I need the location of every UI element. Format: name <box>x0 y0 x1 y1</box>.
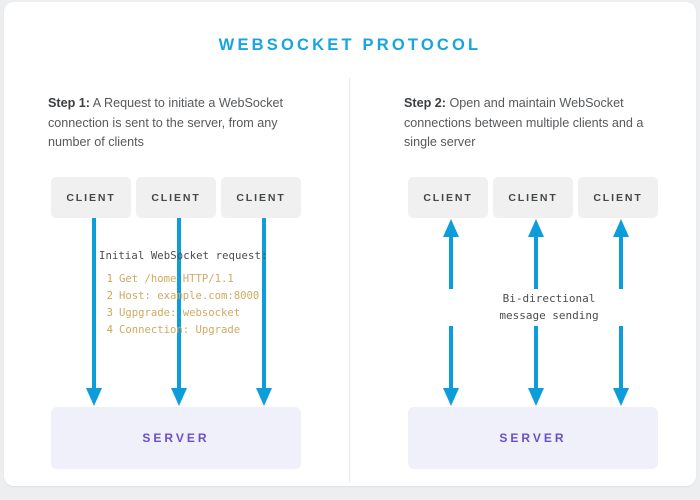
step-1-label: Step 1: <box>48 96 90 110</box>
client-label: CLIENT <box>508 191 558 204</box>
code-heading: Initial WebSocket request: <box>99 250 268 262</box>
step-2-text: Step 2: Open and maintain WebSocket conn… <box>404 94 652 153</box>
code-line-number: 1 <box>106 273 113 285</box>
client-box[interactable]: CLIENT <box>578 177 658 218</box>
client-box[interactable]: CLIENT <box>493 177 573 218</box>
code-line: 2 Host: example.com:8000 <box>99 288 299 305</box>
request-code-block: Initial WebSocket request: 1 Get /home HT… <box>99 250 299 340</box>
arrow-down-icon <box>171 218 187 407</box>
step-2-description: Open and maintain WebSocket connections … <box>404 96 644 150</box>
bidirectional-annotation: Bi-directional message sending <box>449 289 649 326</box>
client-label: CLIENT <box>151 191 201 204</box>
server-label: SERVER <box>499 431 567 445</box>
server-label: SERVER <box>142 431 210 445</box>
client-box[interactable]: CLIENT <box>136 177 216 218</box>
arrow-down-icon <box>86 218 102 407</box>
annotation-line-1: Bi-directional <box>502 292 596 305</box>
step-1-text: Step 1: A Request to initiate a WebSocke… <box>48 94 300 153</box>
code-line-text: Ugpgrade: websocket <box>119 307 241 320</box>
panel-step-1: Step 1: A Request to initiate a WebSocke… <box>48 78 338 482</box>
client-label: CLIENT <box>593 191 643 204</box>
client-label: CLIENT <box>423 191 473 204</box>
client-box[interactable]: CLIENT <box>221 177 301 218</box>
client-box[interactable]: CLIENT <box>408 177 488 218</box>
code-line-number: 3 <box>106 307 113 320</box>
code-line-text: Connection: Upgrade <box>119 324 241 337</box>
arrow-down-icon <box>256 218 272 407</box>
code-line: 1 Get /home HTTP/1.1 <box>99 271 299 288</box>
annotation-line-2: message sending <box>499 308 599 322</box>
panel-divider <box>349 78 350 482</box>
code-line: 4 Connection: Upgrade <box>99 322 299 339</box>
client-label: CLIENT <box>66 191 116 204</box>
step-1-client-row: CLIENT CLIENT CLIENT <box>48 177 338 218</box>
step-1-description: A Request to initiate a WebSocket connec… <box>48 96 283 150</box>
code-line-text: Get /home HTTP/1.1 <box>119 273 234 285</box>
panel-step-2: Step 2: Open and maintain WebSocket conn… <box>404 78 694 482</box>
client-label: CLIENT <box>236 191 286 204</box>
step-2-label: Step 2: <box>404 96 446 110</box>
code-line-number: 4 <box>106 324 113 337</box>
client-box[interactable]: CLIENT <box>51 177 131 218</box>
diagram-card: WEBSOCKET PROTOCOL Step 1: A Request to … <box>4 2 696 486</box>
code-line: 3 Ugpgrade: websocket <box>99 305 299 322</box>
page-title: WEBSOCKET PROTOCOL <box>218 36 482 54</box>
server-box[interactable]: SERVER <box>408 407 658 469</box>
server-box[interactable]: SERVER <box>51 407 301 469</box>
code-line-number: 2 <box>106 290 113 303</box>
code-line-text: Host: example.com:8000 <box>119 290 260 303</box>
step-2-client-row: CLIENT CLIENT CLIENT <box>404 177 694 218</box>
